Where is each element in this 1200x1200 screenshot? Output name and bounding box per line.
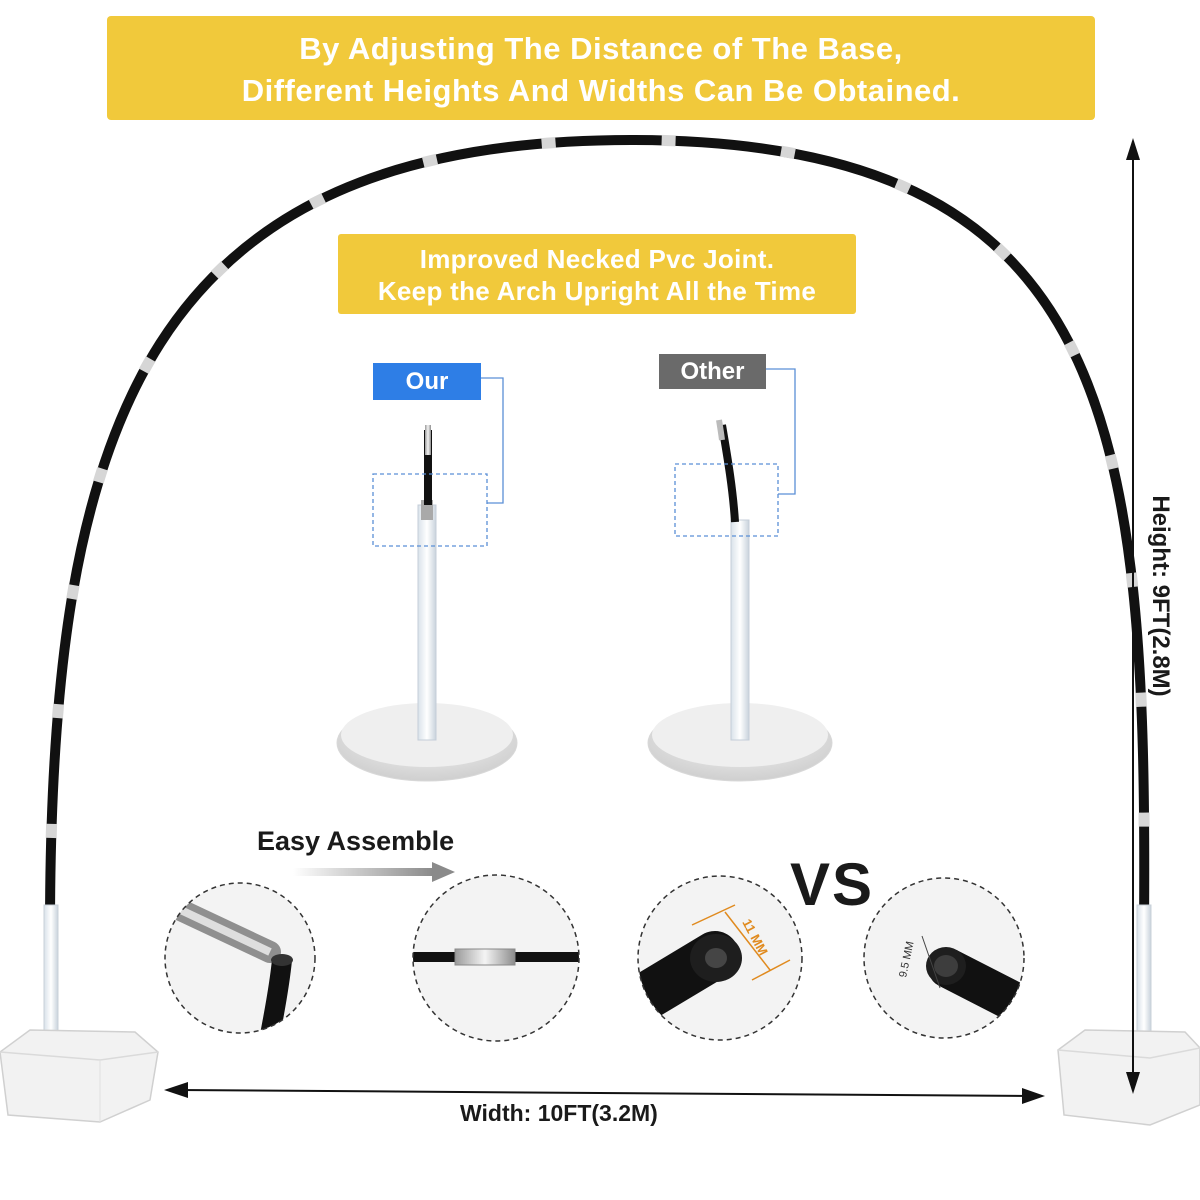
right-base xyxy=(1057,904,1200,1126)
arch-tube xyxy=(45,134,1150,933)
joint-line-1: Improved Necked Pvc Joint. xyxy=(419,244,775,274)
assemble-arrow xyxy=(293,862,455,882)
headline-line-2: Different Heights And Widths Can Be Obta… xyxy=(241,73,961,108)
detail-circle-other xyxy=(863,877,1025,1039)
height-label: Height: 9FT(2.8M) xyxy=(1147,495,1174,697)
width-arrow xyxy=(164,1082,1045,1104)
detail-circle-connector xyxy=(164,882,316,1034)
easy-assemble-label: Easy Assemble xyxy=(257,826,455,856)
our-stand xyxy=(336,377,518,782)
detail-circle-joined xyxy=(412,874,580,1042)
width-label: Width: 10FT(3.2M) xyxy=(460,1100,658,1126)
left-base xyxy=(0,904,159,1123)
headline-line-1: By Adjusting The Distance of The Base, xyxy=(299,31,903,66)
other-stand xyxy=(647,368,833,782)
joint-banner: Improved Necked Pvc Joint. Keep the Arch… xyxy=(338,234,856,314)
detail-circle-ours xyxy=(637,875,803,1041)
headline-banner: By Adjusting The Distance of The Base, D… xyxy=(107,16,1095,120)
other-tag: Other xyxy=(659,354,766,389)
vs-label: VS xyxy=(790,851,875,918)
height-arrow xyxy=(1126,138,1140,1094)
our-tag: Our xyxy=(373,363,481,400)
joint-line-2: Keep the Arch Upright All the Time xyxy=(377,276,817,306)
